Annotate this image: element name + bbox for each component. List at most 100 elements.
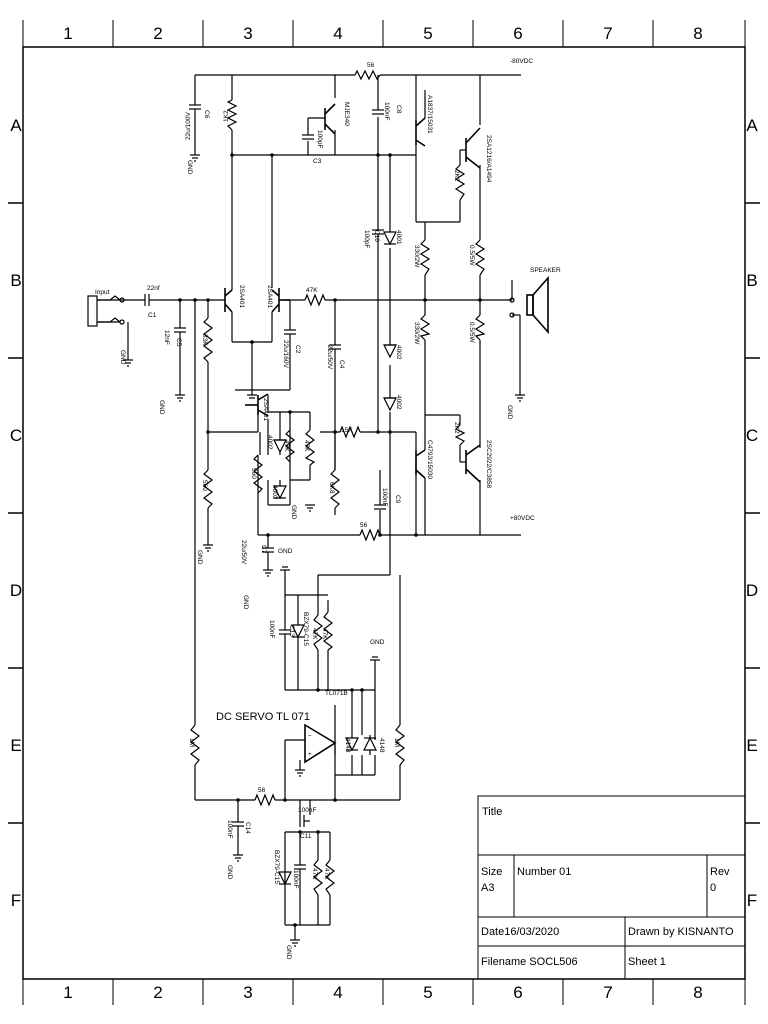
resistor-47k-c — [313, 614, 323, 651]
diode-e1 — [345, 735, 359, 752]
label-dc-servo: DC SERVO TL 071 — [216, 711, 310, 723]
components — [144, 99, 486, 896]
col-label-8-bottom: 8 — [693, 983, 702, 1002]
label-r330-top: 330/2W — [413, 245, 420, 268]
input-terminal — [119, 297, 125, 303]
label-c7-value: 22u/50V — [240, 540, 247, 565]
drawn-by-label: Drawn by KISNANTO — [628, 926, 734, 938]
label-c11-value: 100nF — [298, 807, 316, 814]
label-d4001-top: 4001 — [395, 230, 402, 245]
label-c6-value: 22u/100V — [185, 112, 192, 140]
label-c9-value: 100nF — [381, 488, 388, 506]
filename-label: Filename SOCL506 — [481, 956, 578, 968]
transistor-q2 — [271, 288, 290, 313]
label-gnd-e: GND — [370, 639, 385, 646]
gnd-icon — [175, 394, 185, 402]
capacitor-c2 — [284, 329, 296, 362]
label-c8-value: 100nF — [383, 102, 390, 120]
label-zener-bot: BZX79-C15 — [273, 850, 280, 884]
row-label-c: C — [10, 426, 22, 445]
label-r56-bot: 56 — [258, 787, 266, 794]
capacitor-c6 — [189, 104, 201, 125]
label-c8: C8 — [395, 105, 402, 114]
col-label-5: 5 — [423, 24, 432, 43]
label-r47k-e: 47K — [311, 868, 318, 880]
label-r1k2: 1K2 — [223, 110, 230, 122]
label-c14-value: 100nF — [226, 820, 233, 838]
label-c5-value: 12nF — [163, 330, 170, 345]
transistor-a1837 — [415, 117, 426, 147]
capacitor-c5 — [174, 327, 186, 350]
label-r2k2-top: 2K2 — [453, 170, 460, 182]
col-label-4-bottom: 4 — [333, 983, 342, 1002]
label-gnd-d: GND — [278, 548, 293, 555]
label-r560-b: 560 — [250, 468, 257, 479]
col-label-8: 8 — [693, 24, 702, 43]
label-r47k-a: 47K — [283, 440, 290, 452]
label-c11: C11 — [300, 833, 312, 840]
label-c1-value: 22nf — [147, 285, 160, 292]
label-r33k: 33K — [201, 334, 208, 346]
opamp-tl071 — [304, 723, 337, 764]
label-r47k-d: 47K — [321, 628, 328, 640]
label-r2k2-bot: 2K2 — [453, 422, 460, 434]
junction-dots — [178, 153, 482, 927]
row-label-e: E — [10, 736, 21, 755]
col-label-2-bottom: 2 — [153, 983, 162, 1002]
speaker-terminal-1 — [509, 297, 515, 303]
row-label-d: D — [10, 581, 22, 600]
label-q-2sc2922: 2SC2922/C3858 — [485, 440, 492, 488]
label-d4002-b: 4002 — [266, 435, 273, 450]
label-c14: C14 — [244, 822, 251, 834]
label-zener-top: BZX79-C15 — [302, 612, 309, 646]
diode-e2 — [363, 735, 377, 755]
label-c4-value: 22u/50V — [326, 345, 333, 370]
label-r05-bot: 0.5/5W — [468, 322, 475, 343]
label-r56-mid: 56 — [360, 522, 368, 529]
label-gnd-c7: GND — [242, 595, 249, 610]
row-label-c-right: C — [746, 426, 758, 445]
label-r05-top: 0.5/5W — [468, 245, 475, 266]
transistor-q1 — [224, 288, 233, 313]
label-gnd-r560: GND — [196, 550, 203, 565]
col-label-5-bottom: 5 — [423, 983, 432, 1002]
input-jack-icon — [87, 295, 121, 327]
label-c2: C2 — [294, 345, 301, 354]
capacitor-c4 — [329, 344, 341, 380]
resistor-47k-f — [325, 859, 335, 896]
transistor-mje340 — [324, 103, 336, 135]
label-r1m-a: 1M — [188, 738, 195, 747]
label-gnd-c6: GND — [186, 160, 193, 175]
label-d4002-c: 4002 — [395, 395, 402, 410]
opamp-plus: + — [308, 751, 312, 758]
row-label-b: B — [10, 271, 21, 290]
label-u1-pin: TL071B — [325, 690, 348, 697]
label-c1: C1 — [148, 312, 157, 319]
label-r47k-b: 47K — [303, 440, 310, 452]
label-speaker: SPEAKER — [530, 267, 561, 274]
label-gnd-c3: GND — [290, 505, 297, 520]
label-q-c4793: C4793/15030 — [426, 440, 433, 479]
resistor-05-top — [474, 239, 486, 276]
label-c13-value: 100nF — [268, 620, 275, 638]
ground-symbols — [123, 154, 525, 947]
size-value: A3 — [481, 882, 494, 894]
diode-4002-c — [383, 388, 397, 412]
speaker-terminal-2 — [509, 312, 515, 318]
label-r15k: 15K — [341, 427, 353, 434]
label-gnd-f: GND — [285, 945, 292, 960]
diode-4001-top — [383, 220, 397, 246]
title-block: Title Size A3 Number 01 Rev 0 Date16/03/… — [477, 795, 746, 980]
resistor-560-a — [203, 469, 213, 509]
date-label: Date16/03/2020 — [481, 926, 559, 938]
col-label-2: 2 — [153, 24, 162, 43]
col-label-3-bottom: 3 — [243, 983, 252, 1002]
label-q-a1837: A1837/15031 — [426, 95, 433, 134]
diode-4002-d — [273, 480, 287, 500]
label-c10-value: 100pF — [363, 230, 370, 248]
rail-neg-label: -80VDC — [510, 58, 533, 65]
transistors — [224, 103, 481, 483]
transistor-q3 — [245, 393, 269, 417]
label-r47k-f: 47K — [323, 868, 330, 880]
gnd-icon — [515, 394, 525, 402]
